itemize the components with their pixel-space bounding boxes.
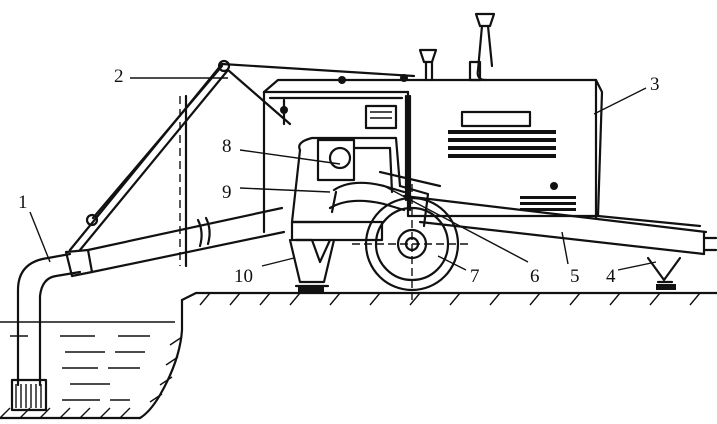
label-5: 5 <box>570 266 580 287</box>
label-3: 3 <box>650 74 660 95</box>
label-6: 6 <box>530 266 540 287</box>
label-10: 10 <box>234 266 253 287</box>
discharge-pipe <box>402 194 717 256</box>
wheel <box>352 184 472 300</box>
label-9: 9 <box>222 182 232 203</box>
leader-lines <box>29 77 657 271</box>
ground <box>0 291 717 420</box>
label-4: 4 <box>606 266 616 287</box>
label-7: 7 <box>470 266 480 287</box>
labels: 1 2 3 4 5 6 7 8 9 10 <box>18 66 660 287</box>
suction-pipe <box>10 94 286 412</box>
label-8: 8 <box>222 136 232 157</box>
pump-assembly <box>290 136 442 264</box>
rear-support <box>646 256 682 290</box>
boom <box>68 59 416 252</box>
label-1: 1 <box>18 192 28 213</box>
water <box>0 321 175 401</box>
label-2: 2 <box>114 66 124 87</box>
front-support <box>288 238 336 292</box>
housing <box>262 12 702 234</box>
